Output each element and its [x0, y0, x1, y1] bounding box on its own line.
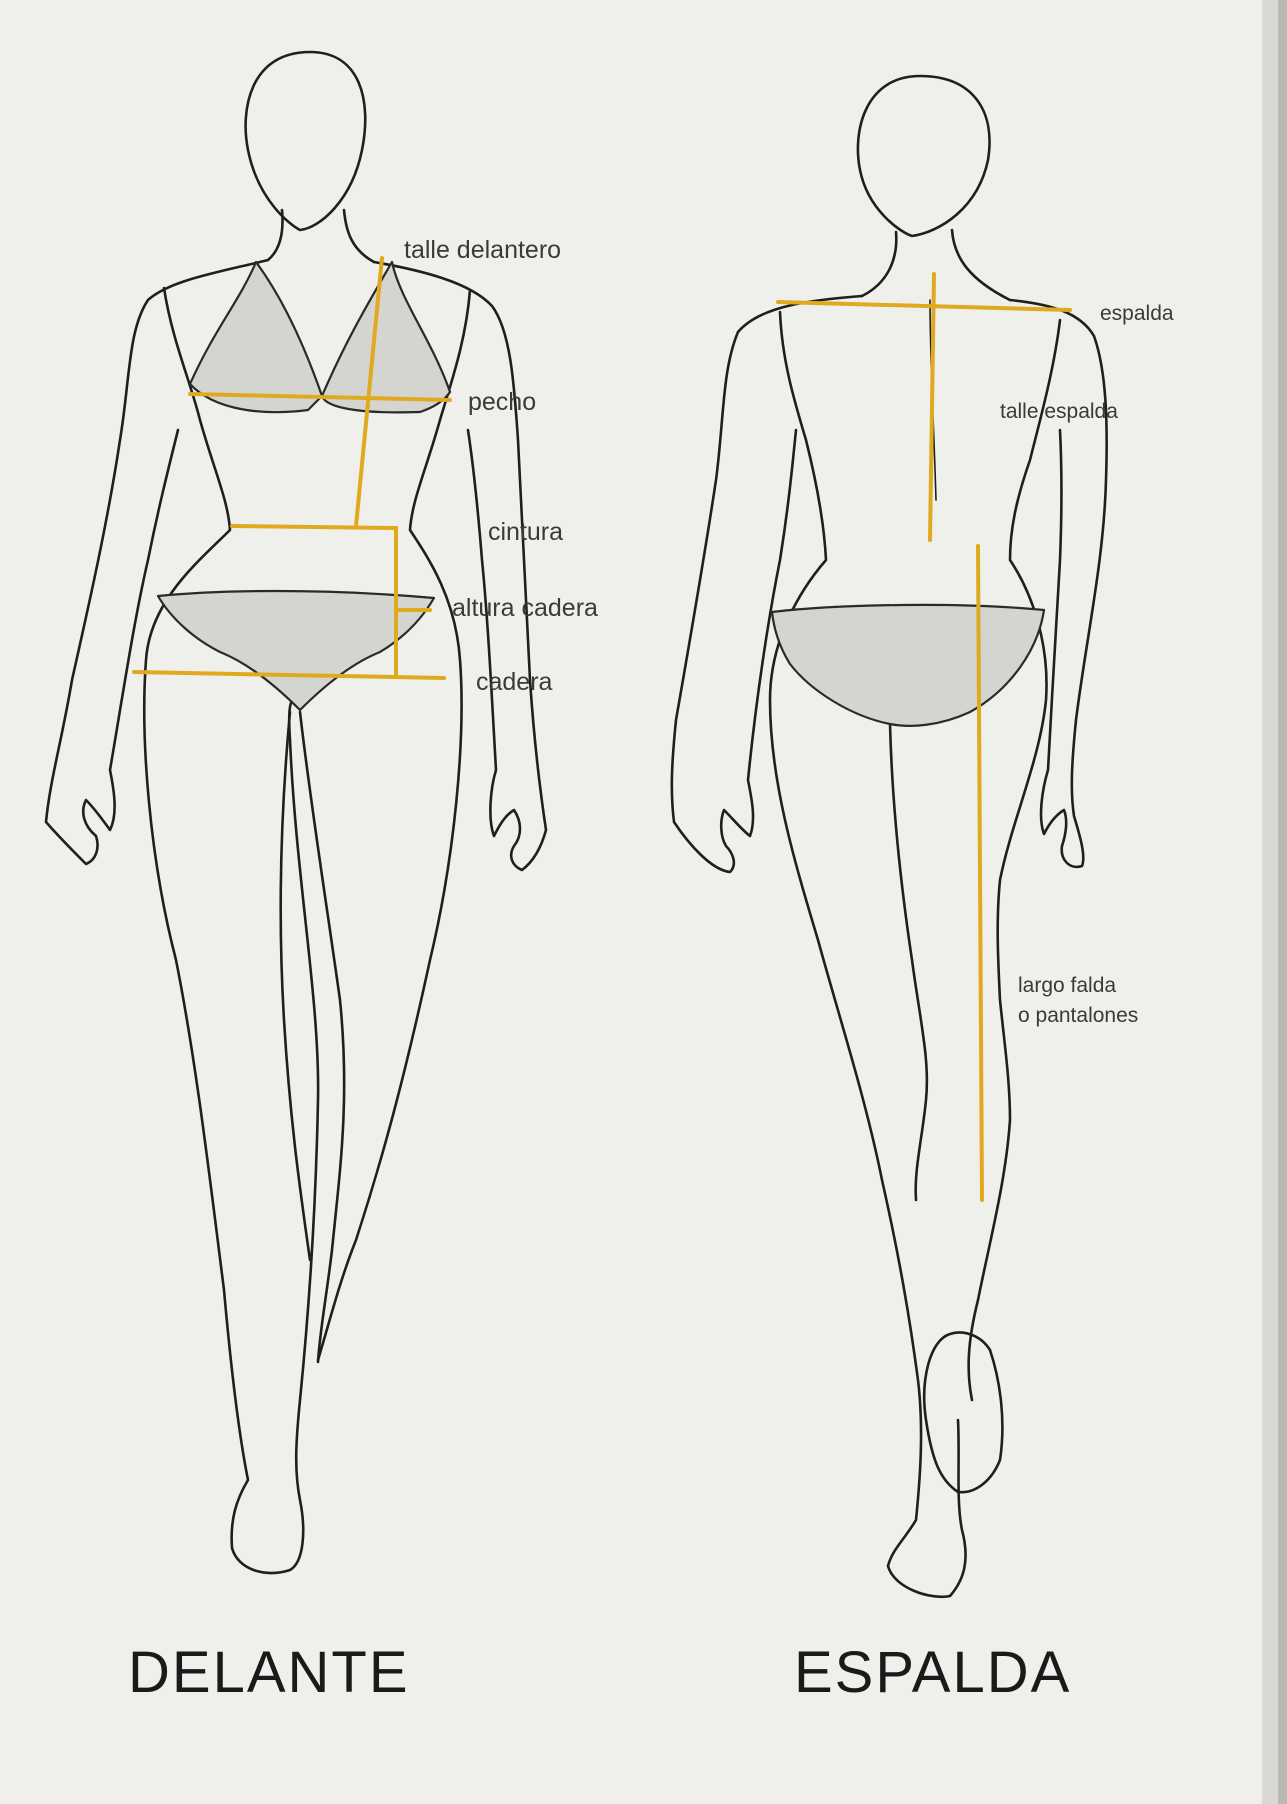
label-talle-delantero: talle delantero — [404, 236, 561, 264]
front-right-torso — [318, 290, 470, 1360]
caption-espalda: ESPALDA — [794, 1640, 1071, 1705]
back-panties — [772, 605, 1044, 726]
back-left-arm — [672, 296, 862, 872]
label-largo-falda-line1: largo falda — [1018, 974, 1116, 997]
label-cintura: cintura — [488, 518, 563, 546]
label-largo-falda-line2: o pantalones — [1018, 1004, 1138, 1027]
page-binding-edge — [1278, 0, 1287, 1804]
back-neck — [862, 232, 896, 296]
back-head — [858, 76, 990, 236]
front-left-torso — [144, 288, 318, 1573]
label-talle-espalda: talle espalda — [1000, 400, 1118, 423]
front-neck-right — [344, 210, 374, 262]
front-bra — [190, 262, 450, 412]
back-left-torso — [770, 312, 966, 1597]
front-figure — [46, 52, 546, 1573]
front-neck — [268, 210, 282, 260]
back-raised-foot — [924, 1333, 1002, 1493]
front-panties — [158, 591, 434, 710]
back-figure — [672, 76, 1107, 1597]
label-altura-cadera: altura cadera — [452, 594, 598, 622]
label-espalda: espalda — [1100, 302, 1174, 325]
caption-delante: DELANTE — [128, 1640, 410, 1705]
front-head — [246, 52, 366, 230]
back-neck-right — [952, 230, 1010, 300]
label-pecho: pecho — [468, 388, 536, 416]
back-inner-leg — [890, 724, 927, 1200]
front-line-cintura — [232, 526, 396, 528]
back-right-torso — [969, 320, 1060, 1400]
label-cadera: cadera — [476, 668, 553, 696]
front-right-leg-inner — [300, 712, 344, 1362]
front-left-leg-inner — [281, 712, 310, 1260]
